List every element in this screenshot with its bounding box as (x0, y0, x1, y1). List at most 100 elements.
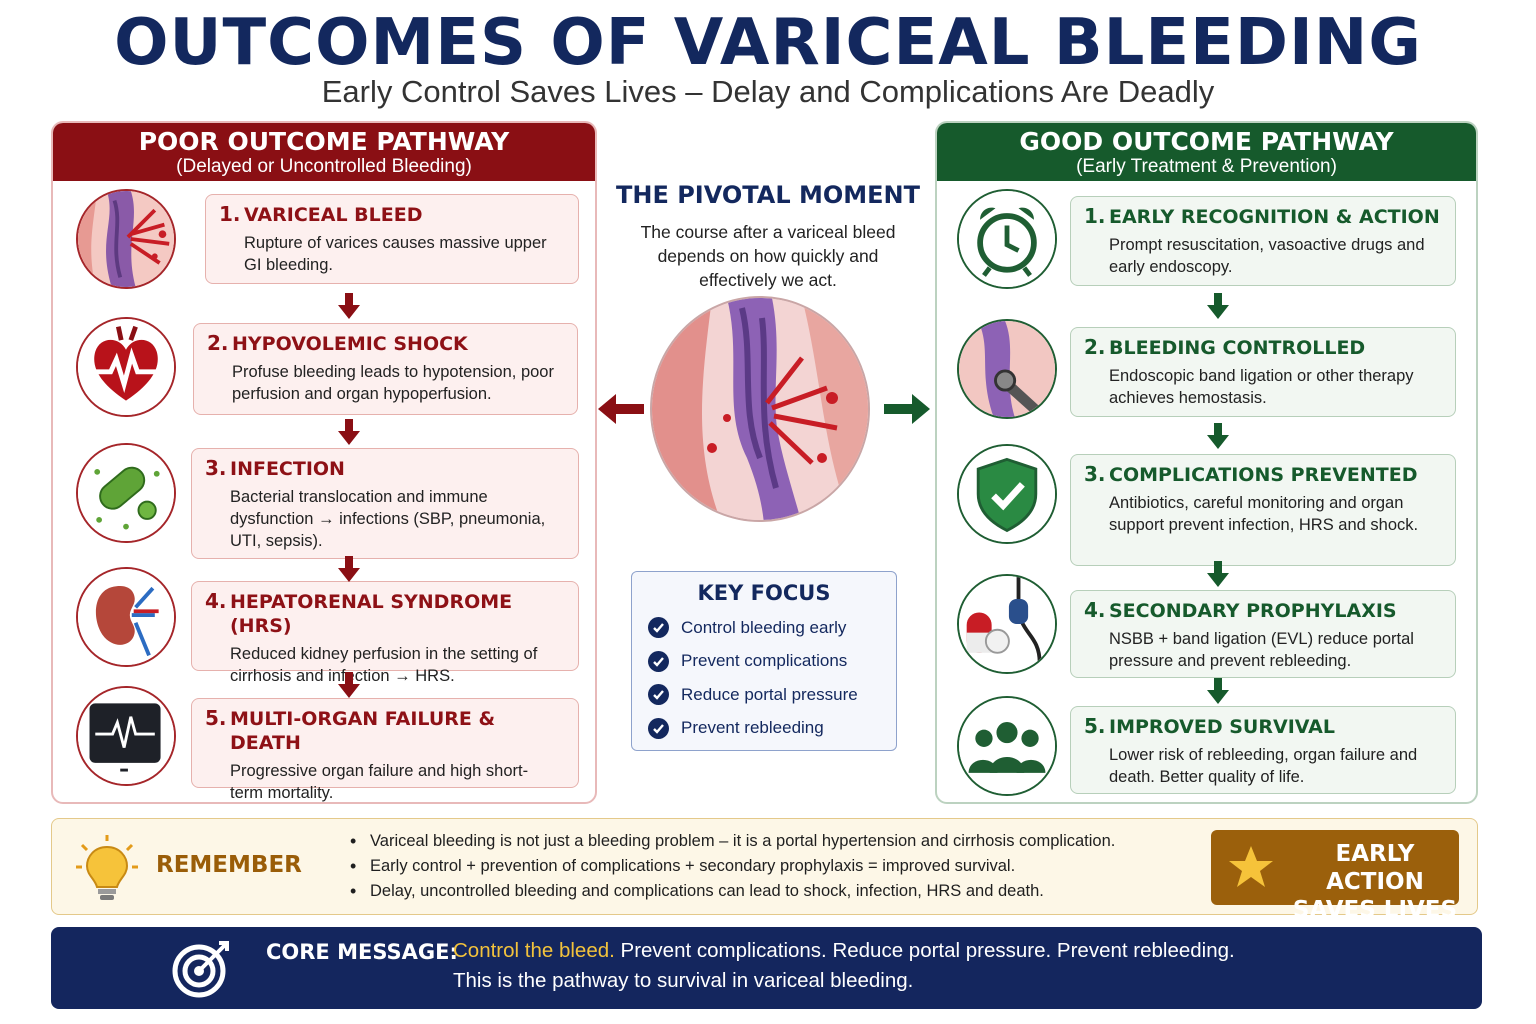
varix-illustration-icon (650, 296, 870, 522)
step-description: Profuse bleeding leads to hypotension, p… (232, 363, 554, 403)
step-description: Lower risk of rebleeding, organ failure … (1109, 746, 1418, 786)
good-step-4: 4. SECONDARY PROPHYLAXIS NSBB + band lig… (1070, 590, 1456, 678)
down-arrow-icon (1207, 561, 1229, 587)
list-item: Delay, uncontrolled bleeding and complic… (350, 879, 1115, 904)
lightbulb-icon (76, 835, 138, 900)
step-title: INFECTION (230, 458, 345, 480)
down-arrow-icon (338, 419, 360, 445)
shield-check-icon (957, 444, 1057, 544)
poor-panel-title: POOR OUTCOME PATHWAY (138, 127, 510, 156)
step-description: Antibiotics, careful monitoring and orga… (1109, 494, 1419, 534)
poor-panel-subtitle: (Delayed or Uncontrolled Bleeding) (176, 156, 472, 177)
ecg-monitor-icon (76, 686, 176, 786)
good-step-5: 5. IMPROVED SURVIVAL Lower risk of reble… (1070, 706, 1456, 794)
step-title: BLEEDING CONTROLLED (1109, 337, 1366, 359)
good-panel-subtitle: (Early Treatment & Prevention) (1076, 156, 1337, 177)
ruptured-varix-icon (76, 189, 176, 289)
step-number: 4. (205, 589, 227, 613)
down-arrow-icon (1207, 423, 1229, 449)
step-title: HYPOVOLEMIC SHOCK (232, 333, 468, 355)
down-arrow-icon (338, 293, 360, 319)
poor-step-2: 2. HYPOVOLEMIC SHOCK Profuse bleeding le… (193, 323, 578, 415)
poor-step-4: 4. HEPATORENAL SYNDROME (HRS) Reduced ki… (191, 581, 579, 685)
step-description: Rupture of varices causes massive upper … (244, 234, 547, 274)
down-arrow-icon (1207, 678, 1229, 704)
step-number: 3. (1084, 462, 1106, 486)
down-arrow-icon (338, 672, 360, 698)
right-arrow-icon (884, 394, 930, 424)
check-icon (648, 650, 669, 672)
list-item: Prevent rebleeding (648, 712, 896, 746)
heart-pulse-icon (76, 317, 176, 417)
early-action-text: EARLY ACTION SAVES LIVES (1291, 840, 1459, 924)
step-number: 2. (1084, 335, 1106, 359)
check-icon (648, 684, 669, 706)
list-item: Variceal bleeding is not just a bleeding… (350, 829, 1115, 854)
step-title: VARICEAL BLEED (244, 204, 423, 226)
remember-label: REMEMBER (156, 852, 302, 878)
down-arrow-icon (1207, 293, 1229, 319)
step-title: SECONDARY PROPHYLAXIS (1109, 600, 1397, 622)
key-focus-item: Prevent complications (681, 651, 848, 671)
good-step-1: 1. EARLY RECOGNITION & ACTION Prompt res… (1070, 196, 1456, 286)
step-description: NSBB + band ligation (EVL) reduce portal… (1109, 630, 1414, 670)
target-icon (172, 941, 229, 998)
endoscope-band-icon (957, 319, 1057, 419)
step-number: 5. (1084, 714, 1106, 738)
left-arrow-icon (598, 394, 644, 424)
good-step-2: 2. BLEEDING CONTROLLED Endoscopic band l… (1070, 327, 1456, 417)
step-number: 2. (207, 331, 229, 355)
step-title: EARLY RECOGNITION & ACTION (1109, 206, 1440, 228)
page-subtitle: Early Control Saves Lives – Delay and Co… (321, 74, 1215, 109)
key-focus-item: Prevent rebleeding (681, 718, 824, 738)
kidney-icon (76, 567, 176, 667)
key-focus-box: KEY FOCUS Control bleeding early Prevent… (631, 571, 897, 751)
good-panel-title: GOOD OUTCOME PATHWAY (1019, 127, 1394, 156)
step-title: COMPLICATIONS PREVENTED (1109, 464, 1418, 486)
key-focus-item: Control bleeding early (681, 617, 847, 637)
bacteria-icon (76, 443, 176, 543)
poor-panel-header: POOR OUTCOME PATHWAY (Delayed or Uncontr… (53, 123, 595, 181)
step-number: 3. (205, 456, 227, 480)
step-number: 1. (1084, 204, 1106, 228)
good-step-3: 3. COMPLICATIONS PREVENTED Antibiotics, … (1070, 454, 1456, 566)
step-description: Endoscopic band ligation or other therap… (1109, 367, 1414, 407)
step-title: HEPATORENAL SYNDROME (HRS) (230, 591, 513, 637)
step-title: MULTI-ORGAN FAILURE & DEATH (230, 708, 496, 754)
remember-list: Variceal bleeding is not just a bleeding… (350, 829, 1115, 904)
step-description: Progressive organ failure and high short… (230, 762, 529, 802)
core-line-1-rest: Prevent complications. Reduce portal pre… (614, 939, 1235, 962)
star-icon (1229, 846, 1273, 887)
early-action-badge: EARLY ACTION SAVES LIVES (1211, 830, 1459, 923)
badge-line-1: EARLY ACTION (1326, 841, 1424, 895)
core-highlight: Control the bleed. (453, 939, 615, 962)
step-description: Bacterial translocation and immune dysfu… (230, 488, 546, 550)
people-group-icon (957, 696, 1057, 796)
list-item: Control bleeding early (648, 611, 896, 645)
list-item: Prevent complications (648, 645, 896, 679)
down-arrow-icon (338, 556, 360, 582)
check-icon (648, 717, 669, 739)
step-number: 4. (1084, 598, 1106, 622)
key-focus-item: Reduce portal pressure (681, 684, 858, 704)
poor-step-3: 3. INFECTION Bacterial translocation and… (191, 448, 579, 559)
list-item: Early control + prevention of complicati… (350, 854, 1115, 879)
alarm-clock-icon (957, 189, 1057, 289)
core-message-line-1: Control the bleed. Prevent complications… (453, 939, 1235, 963)
key-focus-title: KEY FOCUS (697, 581, 831, 605)
good-outcome-panel: GOOD OUTCOME PATHWAY (Early Treatment & … (935, 121, 1478, 804)
step-description: Reduced kidney perfusion in the setting … (230, 645, 538, 685)
core-message-label: CORE MESSAGE: (266, 940, 458, 964)
step-number: 1. (219, 202, 241, 226)
poor-outcome-panel: POOR OUTCOME PATHWAY (Delayed or Uncontr… (51, 121, 597, 804)
page-title: OUTCOMES OF VARICEAL BLEEDING (114, 6, 1422, 80)
check-icon (648, 617, 669, 639)
core-message-bar: CORE MESSAGE: Control the bleed. Prevent… (51, 927, 1482, 1009)
pivot-text: The course after a variceal bleed depend… (640, 222, 896, 290)
pivot-title: THE PIVOTAL MOMENT (615, 181, 921, 209)
step-number: 5. (205, 706, 227, 730)
pill-endoscope-icon (957, 574, 1057, 674)
poor-step-1: 1. VARICEAL BLEED Rupture of varices cau… (205, 194, 579, 284)
poor-step-5: 5. MULTI-ORGAN FAILURE & DEATH Progressi… (191, 698, 579, 802)
badge-line-2: SAVES LIVES (1292, 897, 1458, 923)
